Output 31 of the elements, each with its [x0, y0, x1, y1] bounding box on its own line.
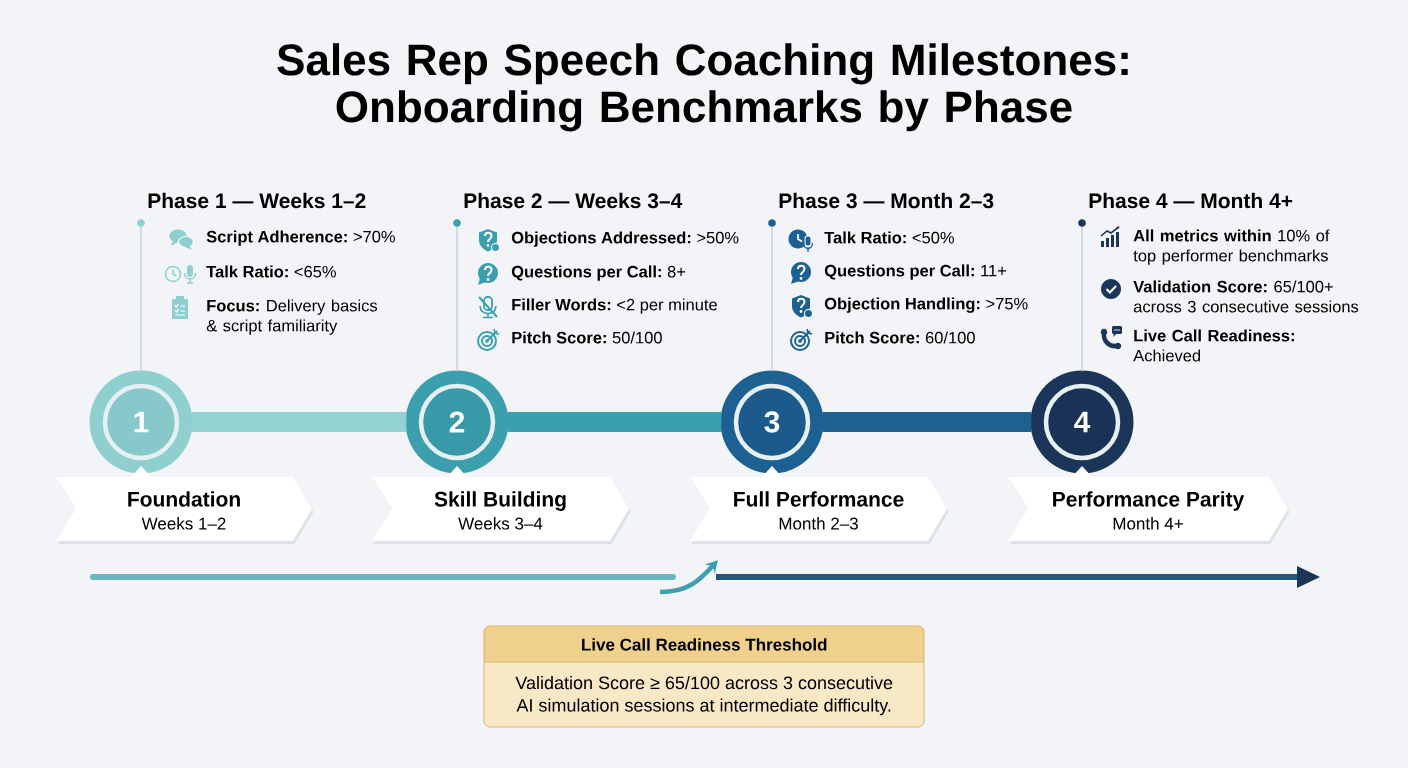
phase-heading: Phase 1 — Weeks 1–2	[148, 192, 366, 209]
progress-track	[822, 412, 1032, 432]
metric-text: Objections Addressed: >50%	[511, 231, 739, 247]
metric-text: Questions per Call: 8+	[511, 265, 686, 281]
chevron-banner: Foundation Weeks 1–2	[56, 466, 314, 544]
chevron-banner: Skill Building Weeks 3–4	[372, 466, 631, 544]
progress-track	[507, 412, 722, 432]
metric-text: Objection Handling: >75%	[824, 297, 1028, 313]
connector-line	[768, 219, 776, 372]
phase-heading: Phase 2 — Weeks 3–4	[464, 192, 683, 209]
metric-text: Pitch Score: 50/100	[512, 331, 662, 344]
chevron-banner: Performance Parity Month 4+	[1008, 466, 1290, 544]
phase-heading: Phase 4 — Month 4+	[1089, 192, 1293, 209]
metric-text: Talk Ratio: <50%	[824, 231, 954, 244]
metric-text: Pitch Score: 60/100	[825, 331, 975, 344]
metric-text: Script Adherence: >70%	[206, 230, 395, 246]
metric-text: Questions per Call: 11+	[824, 264, 1007, 280]
connector-line	[137, 219, 145, 372]
callout-box: Live Call Readiness Threshold Validation Score ≥ 65/100 across 3 consecutive AI simulation sessions at intermediate difficulty.	[483, 625, 925, 728]
metric-text: Focus: Delivery basics & script familiarity	[206, 299, 378, 335]
metric-text: Validation Score: 65/100+ across 3 consecutive sessions	[1133, 280, 1359, 313]
connector-line	[453, 219, 461, 372]
metric-text: Talk Ratio: <65%	[206, 265, 336, 278]
metric-text: Filler Words: <2 per minute	[512, 298, 717, 314]
metric-text: Live Call Readiness: Achieved	[1133, 329, 1294, 362]
progress-track	[191, 412, 407, 432]
title: Sales Rep Speech Coaching Milestones: Onboarding Benchmarks by Phase	[277, 43, 1128, 132]
metric-text: All metrics within 10% of top performer benchmarks	[1133, 229, 1330, 265]
connector-line	[1078, 219, 1086, 372]
phase-heading: Phase 3 — Month 2–3	[779, 192, 994, 209]
chevron-banner: Full Performance Month 2–3	[690, 466, 949, 544]
